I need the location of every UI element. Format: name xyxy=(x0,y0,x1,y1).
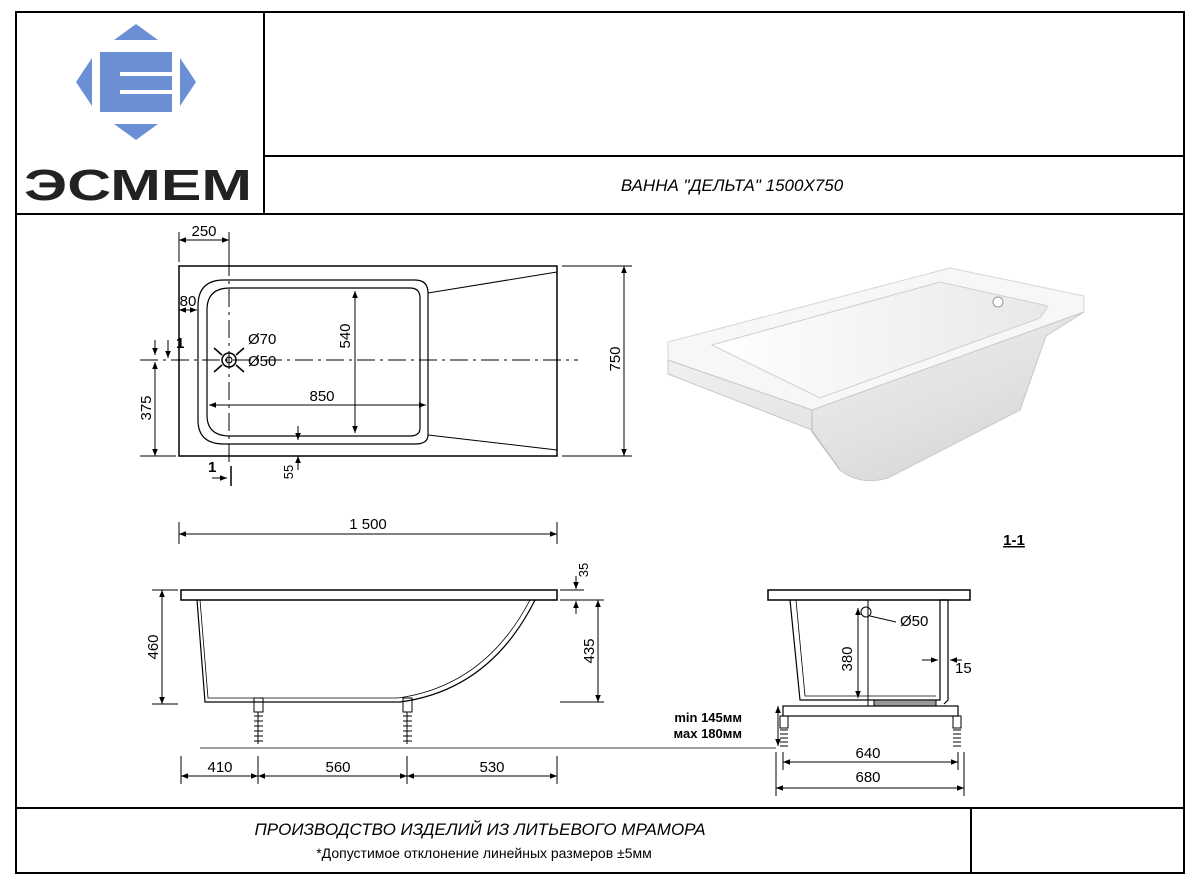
drain-diameter-70: Ø70 xyxy=(248,331,276,348)
overflow-diameter: Ø50 xyxy=(900,613,928,630)
title-block-frame xyxy=(15,11,1185,874)
footer-production-note: ПРОИЗВОДСТВО ИЗДЕЛИЙ ИЗ ЛИТЬЕВОГО МРАМОР… xyxy=(254,819,705,839)
dim-1-left: 1 xyxy=(176,335,184,352)
overall-length-dimension xyxy=(178,522,558,544)
drain-diameter-50: Ø50 xyxy=(248,353,276,370)
leg-left xyxy=(253,697,264,744)
dim-560: 560 xyxy=(325,759,350,776)
side-dimension-labels: 460 35 435 410 560 530 xyxy=(145,563,598,776)
dim-380: 380 xyxy=(839,646,856,671)
dim-1-bottom: 1 xyxy=(208,459,216,476)
side-dimensions xyxy=(152,576,604,784)
bathtub-illustration xyxy=(667,267,1085,482)
logo-text: ЭСМЕМ xyxy=(24,161,252,210)
dim-1500: 1 500 xyxy=(349,516,387,533)
frame-leg-right xyxy=(952,715,962,747)
dim-250: 250 xyxy=(191,223,216,240)
max-height-label: мах 180мм xyxy=(674,726,742,741)
dim-80: 80 xyxy=(180,293,197,310)
overflow-hole xyxy=(860,606,872,618)
leg-right xyxy=(402,697,413,744)
plan-view xyxy=(140,258,578,466)
dim-435: 435 xyxy=(581,638,598,663)
section-dimension-labels: Ø50 380 15 min 145мм мах 180мм 640 680 xyxy=(674,613,972,786)
dim-15: 15 xyxy=(955,660,972,677)
plan-dimension-labels: 250 80 540 850 750 375 Ø70 Ø50 1 1 55 xyxy=(138,223,624,479)
dim-850: 850 xyxy=(309,388,334,405)
dim-530: 530 xyxy=(479,759,504,776)
side-view xyxy=(180,589,776,749)
footer-tolerance-note: *Допустимое отклонение линейных размеров… xyxy=(316,845,652,861)
dim-540: 540 xyxy=(337,323,354,348)
drain-hole xyxy=(221,352,237,368)
dim-55: 55 xyxy=(281,465,296,479)
dim-750: 750 xyxy=(607,346,624,371)
dim-640: 640 xyxy=(855,745,880,762)
logo-emblem xyxy=(76,24,196,140)
section-view xyxy=(767,589,971,747)
drawing-title: ВАННА "ДЕЛЬТА" 1500X750 xyxy=(621,176,844,195)
section-label: 1-1 xyxy=(1003,532,1025,549)
frame-leg-left xyxy=(779,715,789,747)
support-frame xyxy=(782,705,959,717)
section-dimensions xyxy=(775,608,965,796)
dim-460: 460 xyxy=(145,634,162,659)
plan-dimensions xyxy=(140,232,632,486)
dim-35: 35 xyxy=(576,563,591,577)
dim-410: 410 xyxy=(207,759,232,776)
min-height-label: min 145мм xyxy=(674,710,742,725)
dim-375: 375 xyxy=(138,395,155,420)
dim-680: 680 xyxy=(855,769,880,786)
company-logo: ЭСМЕМ xyxy=(24,24,252,210)
